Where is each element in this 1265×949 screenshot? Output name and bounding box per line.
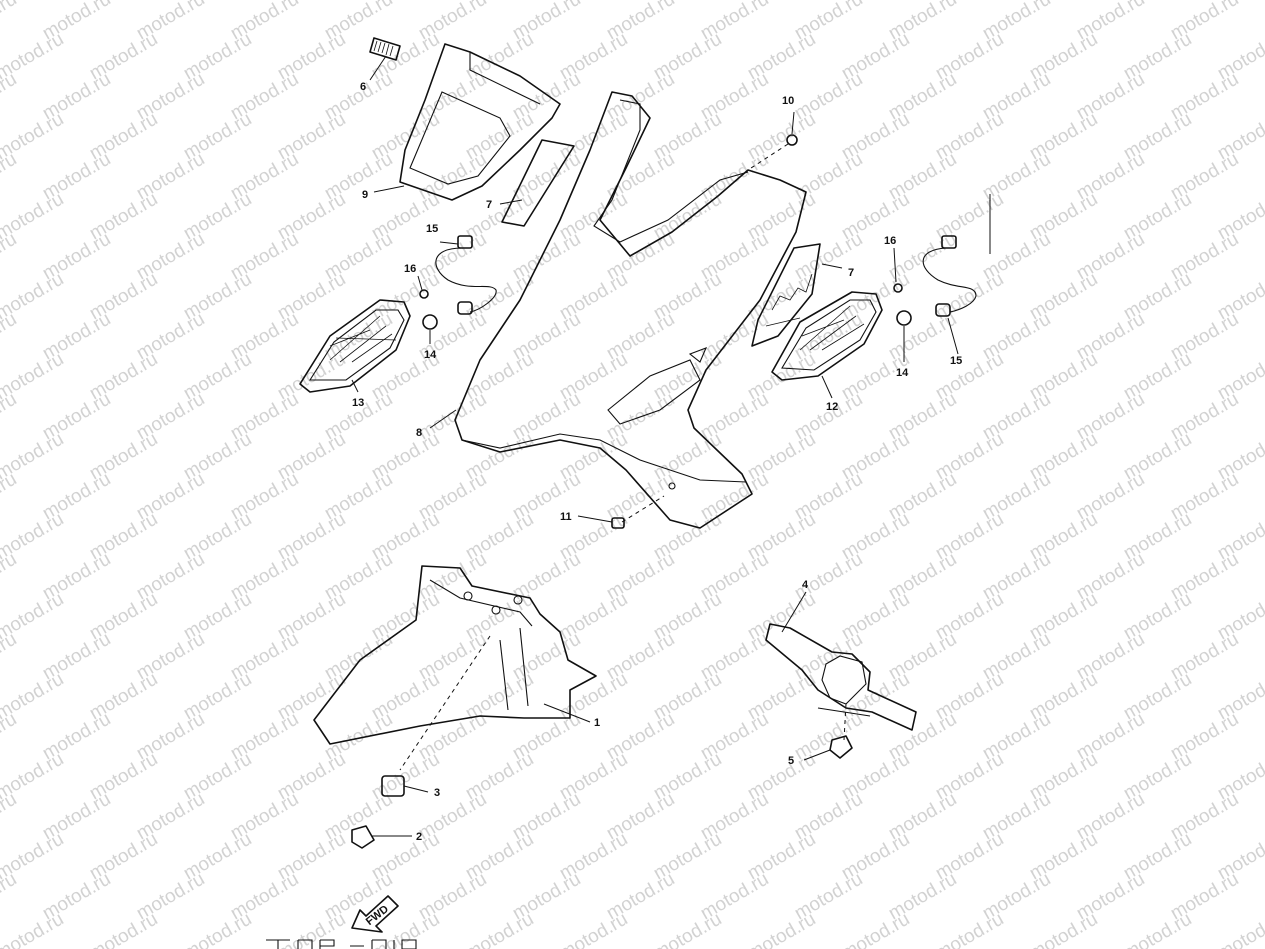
decal-right-part[interactable] [751, 243, 821, 347]
callout-6: 6 [360, 81, 366, 93]
callout-numbers: 6 9 7 10 15 16 14 13 8 7 16 14 15 12 11 … [352, 81, 962, 843]
callout-11: 11 [560, 511, 572, 523]
watermark-text: motod.ru [1026, 909, 1101, 949]
watermark-text: motod.ru [0, 309, 20, 365]
watermark-text: motod.ru [0, 869, 20, 925]
watermark-text: motod.ru [932, 909, 1007, 949]
watermark-text: motod.ru [0, 909, 67, 949]
watermark-text: motod.ru [0, 549, 20, 605]
callout-15-right: 15 [950, 355, 962, 367]
watermark-text: motod.ru [0, 69, 20, 125]
socket-left-part[interactable] [435, 235, 497, 315]
watermark-text: motod.ru [556, 909, 631, 949]
callout-13: 13 [352, 397, 364, 409]
bulbs-and-screws-part[interactable] [419, 283, 912, 330]
callout-16-right: 16 [884, 235, 896, 247]
socket-right-part[interactable] [922, 235, 977, 317]
callout-4: 4 [802, 579, 809, 591]
grommet-part[interactable] [747, 134, 798, 171]
watermark-text: motod.ru [0, 709, 20, 765]
watermark-text: motod.ru [86, 909, 161, 949]
watermark-text: motod.ru [650, 909, 725, 949]
bottom-stamp [266, 939, 417, 949]
callout-1: 1 [594, 717, 600, 729]
bracket-part[interactable] [765, 623, 917, 759]
watermark-text: motod.ru [0, 149, 20, 205]
watermark-text: motod.ru [0, 229, 20, 285]
emblem-part[interactable] [369, 37, 401, 61]
watermark-text: motod.ru [1214, 909, 1265, 949]
callout-3: 3 [434, 787, 440, 799]
watermark-text: motod.ru [0, 0, 20, 44]
watermark-text: motod.ru [0, 629, 20, 685]
decal-left-part[interactable] [501, 139, 575, 227]
callout-7-left: 7 [486, 199, 492, 211]
watermark-text: motod.ru [0, 389, 20, 445]
watermark-text: motod.ru [462, 909, 537, 949]
watermark-text: motod.ru [180, 909, 255, 949]
flasher-left-part[interactable] [299, 299, 411, 393]
callout-7-right: 7 [848, 267, 854, 279]
watermark-text: motod.ru [744, 909, 819, 949]
watermark-text: motod.ru [0, 789, 20, 845]
callout-14-right: 14 [896, 367, 909, 379]
front-fender-part[interactable] [313, 565, 597, 771]
top-cover-part[interactable] [399, 43, 561, 201]
callout-10: 10 [782, 95, 794, 107]
callout-14-left: 14 [424, 349, 437, 361]
callout-2: 2 [416, 831, 422, 843]
screw-11-part[interactable] [611, 495, 665, 529]
callout-8: 8 [416, 427, 422, 439]
watermark-text: motod.ru [838, 909, 913, 949]
front-cowl-part[interactable] [454, 91, 807, 529]
callout-9: 9 [362, 189, 368, 201]
watermark-text: motod.ru [1120, 909, 1195, 949]
leader-lines [351, 55, 991, 837]
callout-5: 5 [788, 755, 794, 767]
flasher-right-part[interactable] [771, 291, 883, 381]
watermark-text: motod.ru [0, 469, 20, 525]
callout-12: 12 [826, 401, 838, 413]
callout-15-left: 15 [426, 223, 438, 235]
callout-16-left: 16 [404, 263, 416, 275]
